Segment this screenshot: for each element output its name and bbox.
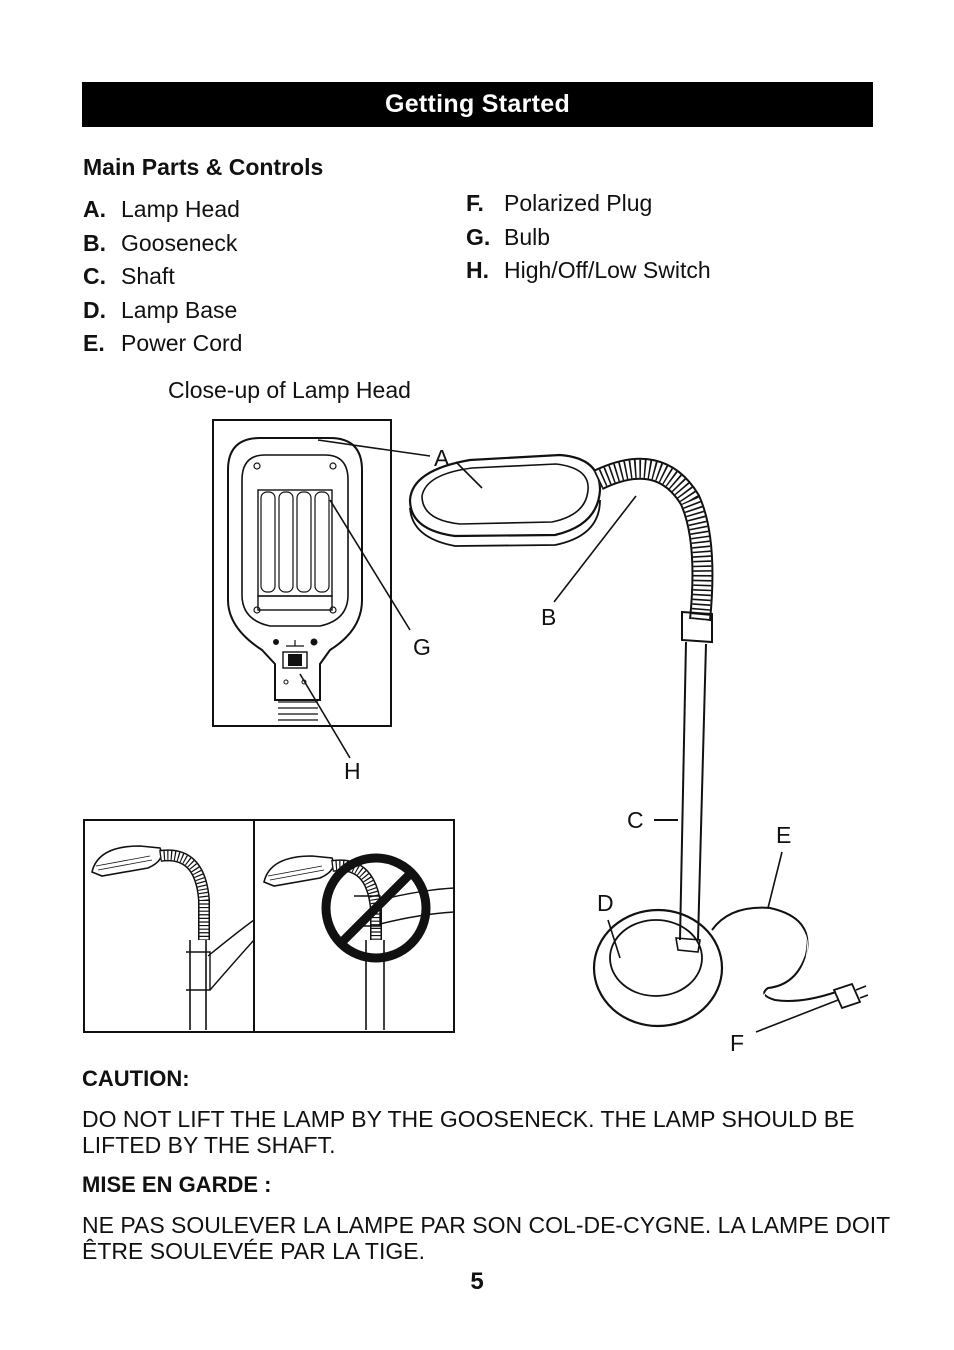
parts-heading: Main Parts & Controls <box>83 154 324 180</box>
callout-c: C <box>627 807 644 833</box>
callout-d: D <box>597 890 614 916</box>
part-item: H.High/Off/Low Switch <box>466 257 711 283</box>
part-item: D.Lamp Base <box>83 296 238 323</box>
callout-a: A <box>434 445 450 471</box>
part-item: B.Gooseneck <box>83 229 238 256</box>
page-number: 5 <box>470 1268 484 1295</box>
callout-h: H <box>344 758 361 784</box>
parts-list-left: A.Lamp Head B.Gooseneck C.Shaft D.Lamp B… <box>83 193 242 361</box>
part-item: C.Shaft <box>83 263 175 289</box>
part-item: G.Bulb <box>466 223 551 250</box>
callout-g: G <box>413 634 431 660</box>
mise-en-garde-text: NE PAS SOULEVER LA LAMPE PAR SON COL-DE-… <box>82 1212 890 1264</box>
part-item: A.Lamp Head <box>83 196 240 222</box>
closeup-caption: Close-up of Lamp Head <box>168 377 411 403</box>
part-item: E.Power Cord <box>83 330 243 356</box>
mise-en-garde-title: MISE EN GARDE : <box>82 1172 272 1197</box>
parts-list-right: F.Polarized Plug G.Bulb H.High/Off/Low S… <box>466 187 711 288</box>
caution-title: CAUTION: <box>82 1066 190 1091</box>
caution-text: DO NOT LIFT THE LAMP BY THE GOOSENECK. T… <box>82 1106 855 1158</box>
part-item: F.Polarized Plug <box>466 190 653 216</box>
callout-f: F <box>730 1030 745 1056</box>
callout-b: B <box>541 604 557 630</box>
callout-e: E <box>776 822 792 848</box>
section-banner: Getting Started <box>82 82 873 127</box>
